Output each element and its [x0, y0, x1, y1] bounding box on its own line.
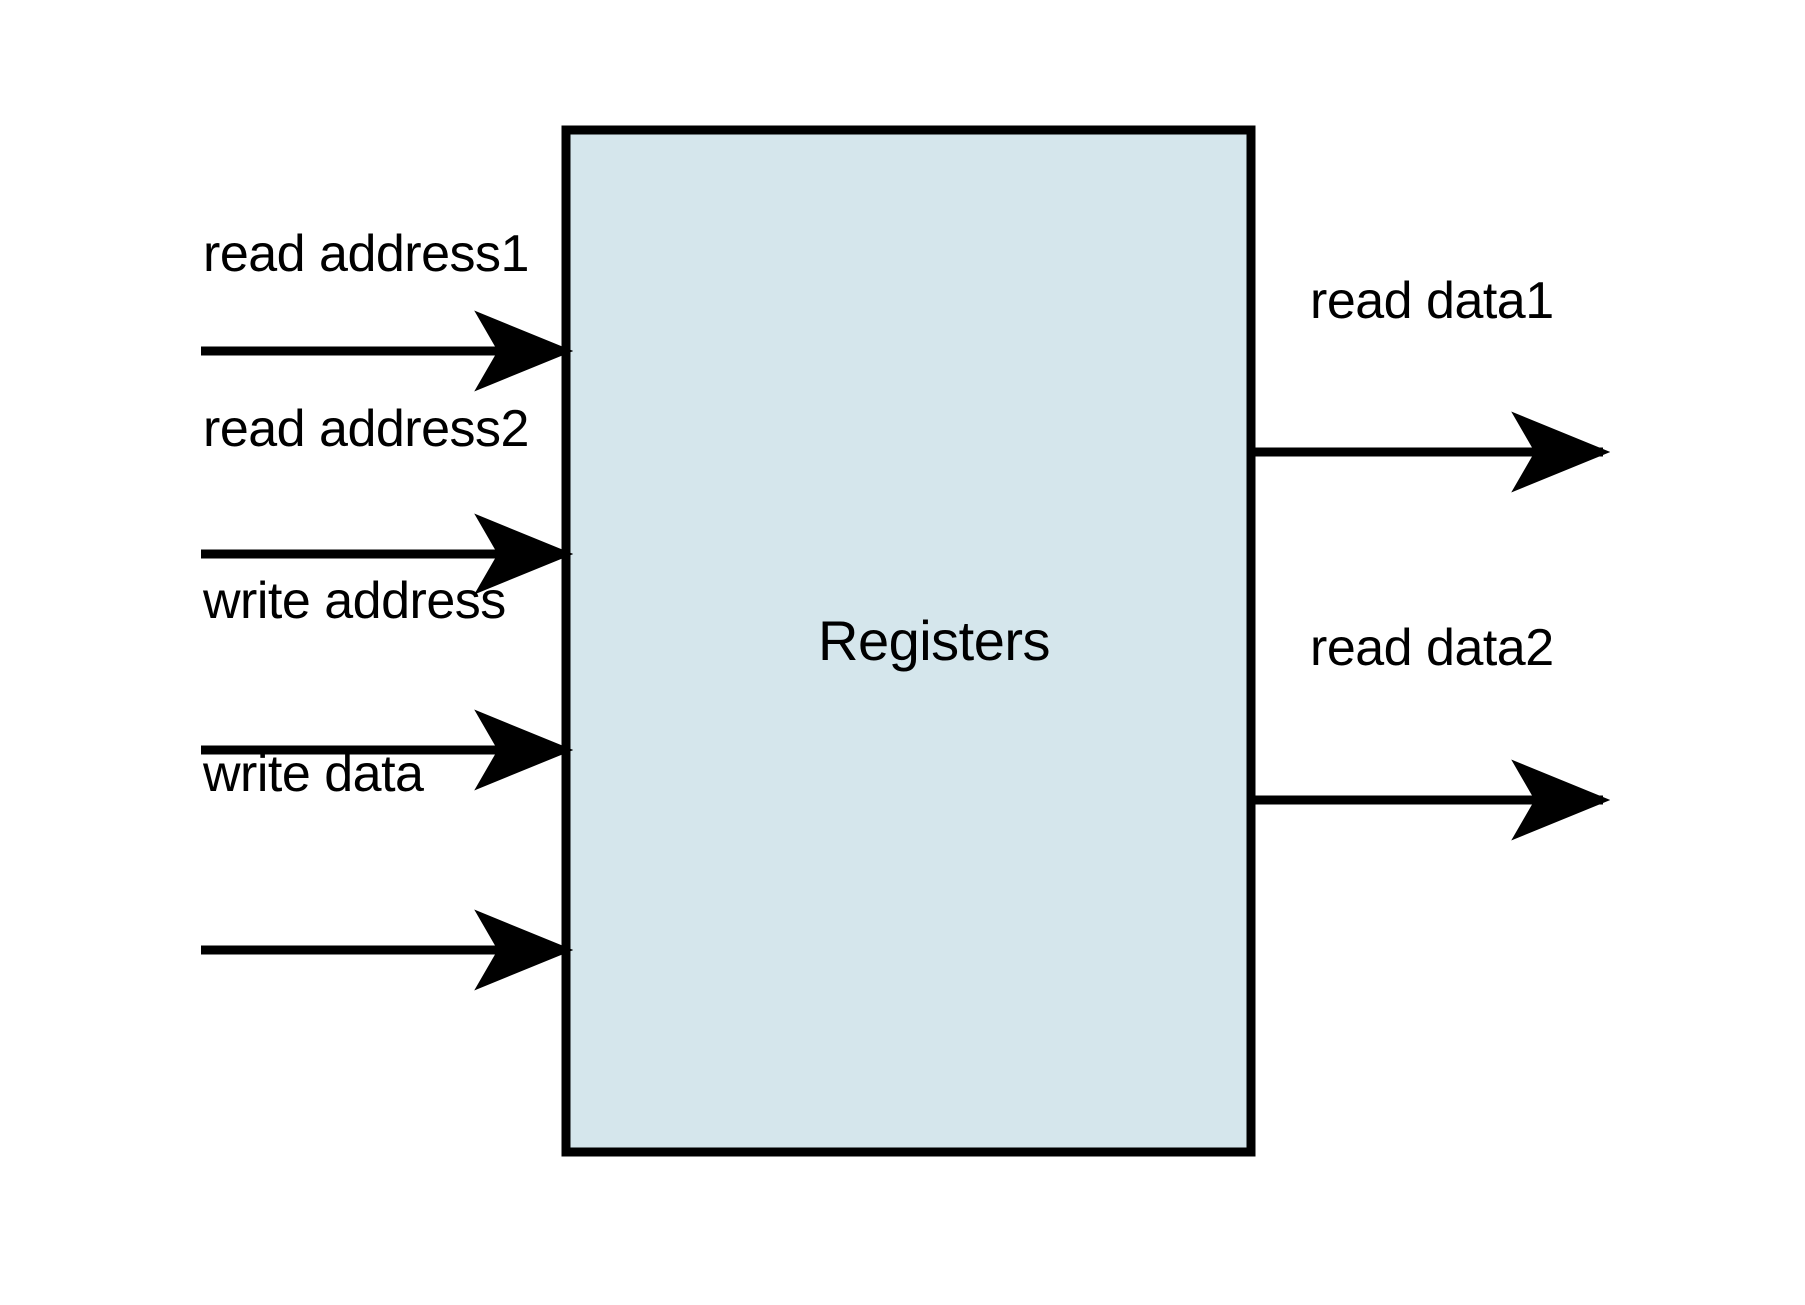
input-label-read-address1: read address1 — [203, 225, 529, 283]
input-label-read-address2: read address2 — [203, 400, 529, 458]
input-label-write-data: write data — [203, 745, 424, 803]
output-label-read-data2: read data2 — [1310, 619, 1554, 677]
registers-block — [561, 125, 1256, 1157]
output-label-read-data1: read data1 — [1310, 272, 1554, 330]
input-label-write-address: write address — [203, 572, 506, 630]
registers-block-label: Registers — [818, 609, 1051, 672]
